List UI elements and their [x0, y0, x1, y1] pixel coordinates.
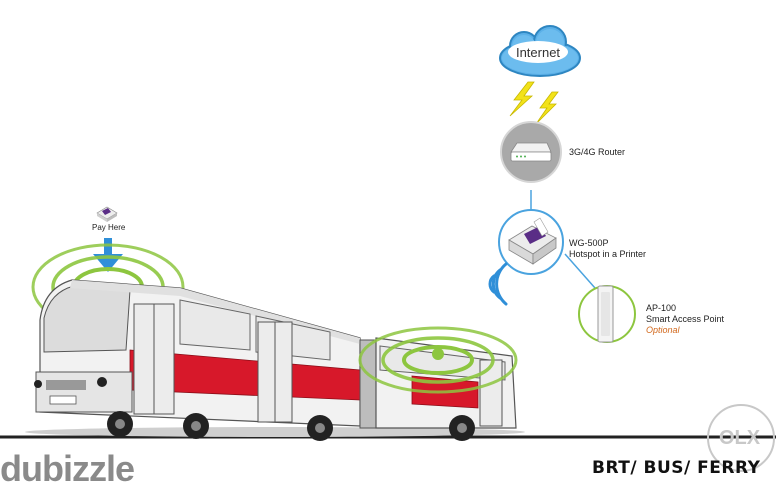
printer-desc: Hotspot in a Printer [569, 249, 647, 259]
rear-wifi-rings [358, 326, 518, 394]
pay-arrow-icon [93, 238, 123, 272]
router-icon [500, 121, 562, 183]
internet-label: Internet [515, 45, 561, 60]
lightning-bolt-icon [509, 81, 559, 125]
printer-name: WG-500P [569, 238, 609, 248]
olx-logo [707, 404, 775, 472]
ap-name: AP-100 [646, 303, 677, 313]
pay-printer-icon [96, 206, 118, 222]
dubizzle-watermark: dubizzle [0, 448, 135, 489]
wifi-signal-icon [488, 262, 508, 306]
footer-title: BRT/ BUS/ FERRY [592, 458, 761, 478]
ap-note: Optional [646, 325, 680, 335]
bus-illustration [25, 279, 525, 441]
link-printer-ap [564, 253, 596, 289]
pay-label: Pay Here [92, 223, 126, 232]
ap-desc: Smart Access Point [646, 314, 725, 324]
printer-icon [498, 209, 564, 275]
router-label: 3G/4G Router [569, 147, 626, 157]
access-point-icon [578, 285, 636, 343]
olx-logo-text: OLX [719, 427, 761, 449]
internet-cloud-icon [499, 25, 581, 77]
